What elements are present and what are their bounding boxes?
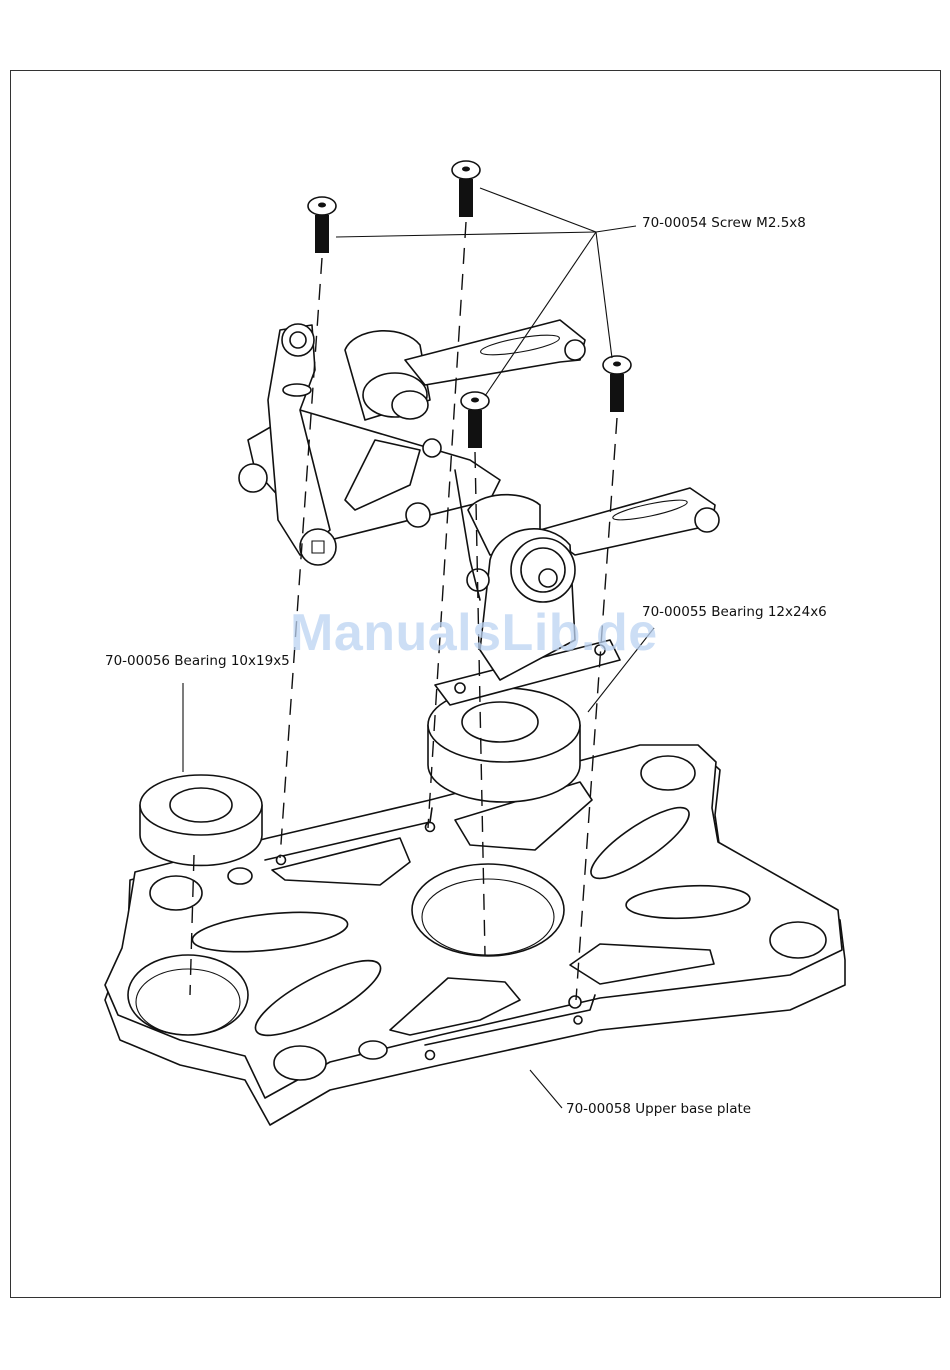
screw-3 <box>603 356 631 412</box>
screws <box>308 161 631 448</box>
screw-1 <box>308 197 336 253</box>
label-screw: 70-00054 Screw M2.5x8 <box>642 215 806 231</box>
screw-2 <box>452 161 480 217</box>
watermark: ManualsLib.de <box>290 603 658 663</box>
bearing-small <box>140 775 262 865</box>
label-bearing-large: 70-00055 Bearing 12x24x6 <box>642 604 827 620</box>
label-bearing-small: 70-00056 Bearing 10x19x5 <box>105 653 290 669</box>
label-base-plate: 70-00058 Upper base plate <box>566 1101 751 1117</box>
screw-4 <box>461 392 489 448</box>
